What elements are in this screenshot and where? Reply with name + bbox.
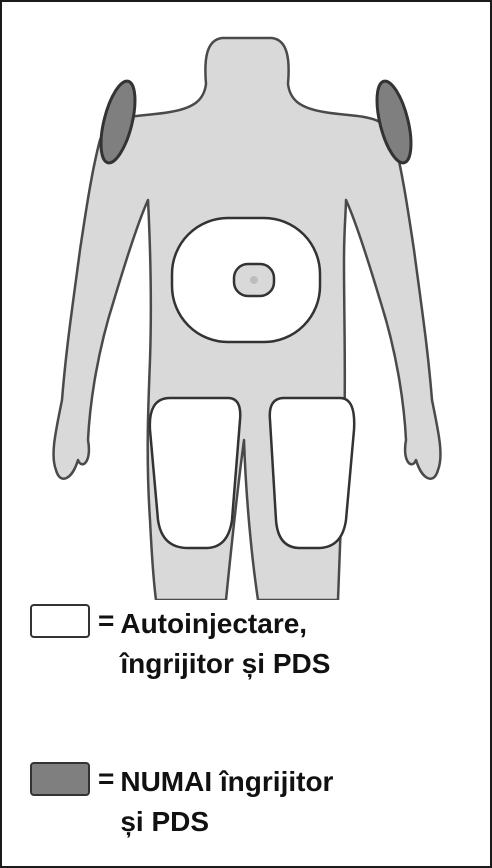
legend-label-line2: și PDS xyxy=(120,802,333,842)
right-thigh-zone xyxy=(270,398,354,548)
body-diagram xyxy=(0,0,492,600)
legend-equals-sign: = xyxy=(98,604,114,638)
legend-label: Autoinjectare, îngrijitor și PDS xyxy=(120,604,330,684)
legend-equals-sign: = xyxy=(98,762,114,796)
navel xyxy=(250,276,258,284)
legend-self-caregiver-pds: = Autoinjectare, îngrijitor și PDS xyxy=(30,604,330,684)
legend-grey-swatch xyxy=(30,762,90,796)
legend-label-line2: îngrijitor și PDS xyxy=(120,644,330,684)
legend-label-line1: NUMAI îngrijitor xyxy=(120,762,333,802)
legend-white-swatch xyxy=(30,604,90,638)
left-thigh-zone xyxy=(150,398,240,548)
legend-caregiver-pds-only: = NUMAI îngrijitor și PDS xyxy=(30,762,333,842)
legend-label: NUMAI îngrijitor și PDS xyxy=(120,762,333,842)
legend-label-line1: Autoinjectare, xyxy=(120,604,330,644)
